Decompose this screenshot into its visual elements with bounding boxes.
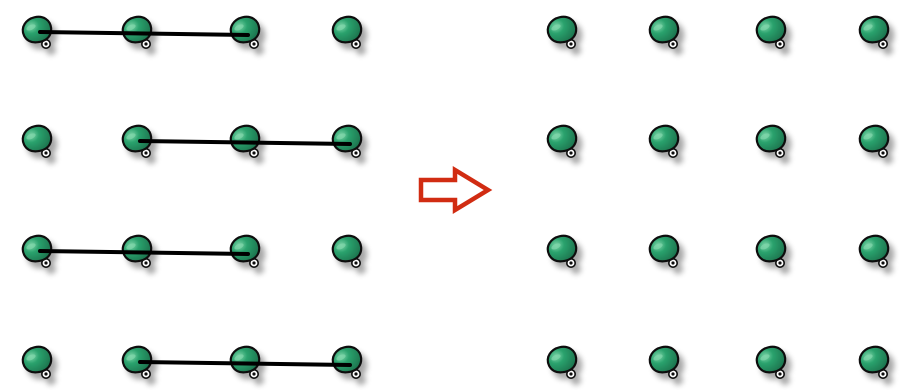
left-pin-r3-c3 (229, 234, 261, 268)
right-pin-r1-c4 (858, 15, 890, 49)
left-pin-r2-c3 (229, 124, 261, 158)
right-pin-r4-c4 (858, 345, 890, 379)
left-pin-r3-c1 (21, 234, 53, 268)
right-pin-r3-c2 (648, 234, 680, 268)
right-pin-r1-c1 (546, 15, 578, 49)
left-pin-r4-c3 (229, 345, 261, 379)
left-connections (38, 30, 352, 367)
right-pin-r3-c3 (755, 234, 787, 268)
right-pin-r3-c1 (546, 234, 578, 268)
right-arrow-icon (418, 166, 493, 214)
left-pin-r3-c4 (331, 234, 363, 268)
right-pin-r2-c1 (546, 124, 578, 158)
left-pin-r4-c2 (121, 345, 153, 379)
left-pins (21, 15, 363, 379)
left-pin-r1-c2 (121, 15, 153, 49)
right-pin-r4-c3 (755, 345, 787, 379)
right-pin-r3-c4 (858, 234, 890, 268)
left-pin-r3-c2 (121, 234, 153, 268)
left-pin-r4-c1 (21, 345, 53, 379)
left-pin-r4-c4 (331, 345, 363, 379)
left-pin-r2-c1 (21, 124, 53, 158)
left-connection-line-3 (38, 249, 250, 256)
left-connection-line-1 (38, 30, 250, 37)
right-pin-grid (546, 15, 890, 379)
right-pin-r4-c2 (648, 345, 680, 379)
left-pin-r2-c4 (331, 124, 363, 158)
right-arrow-shape (418, 166, 493, 214)
left-connection-line-2 (138, 139, 352, 146)
left-pin-r2-c2 (121, 124, 153, 158)
left-pin-r1-c1 (21, 15, 53, 49)
right-pin-r1-c2 (648, 15, 680, 49)
right-pins (546, 15, 890, 379)
right-pin-r4-c1 (546, 345, 578, 379)
left-pin-r1-c3 (229, 15, 261, 49)
right-pin-r2-c2 (648, 124, 680, 158)
right-pin-r2-c3 (755, 124, 787, 158)
right-pin-r1-c3 (755, 15, 787, 49)
right-pin-r2-c4 (858, 124, 890, 158)
left-pin-r1-c4 (331, 15, 363, 49)
left-connection-line-4 (138, 360, 352, 367)
left-pin-grid (21, 15, 363, 379)
